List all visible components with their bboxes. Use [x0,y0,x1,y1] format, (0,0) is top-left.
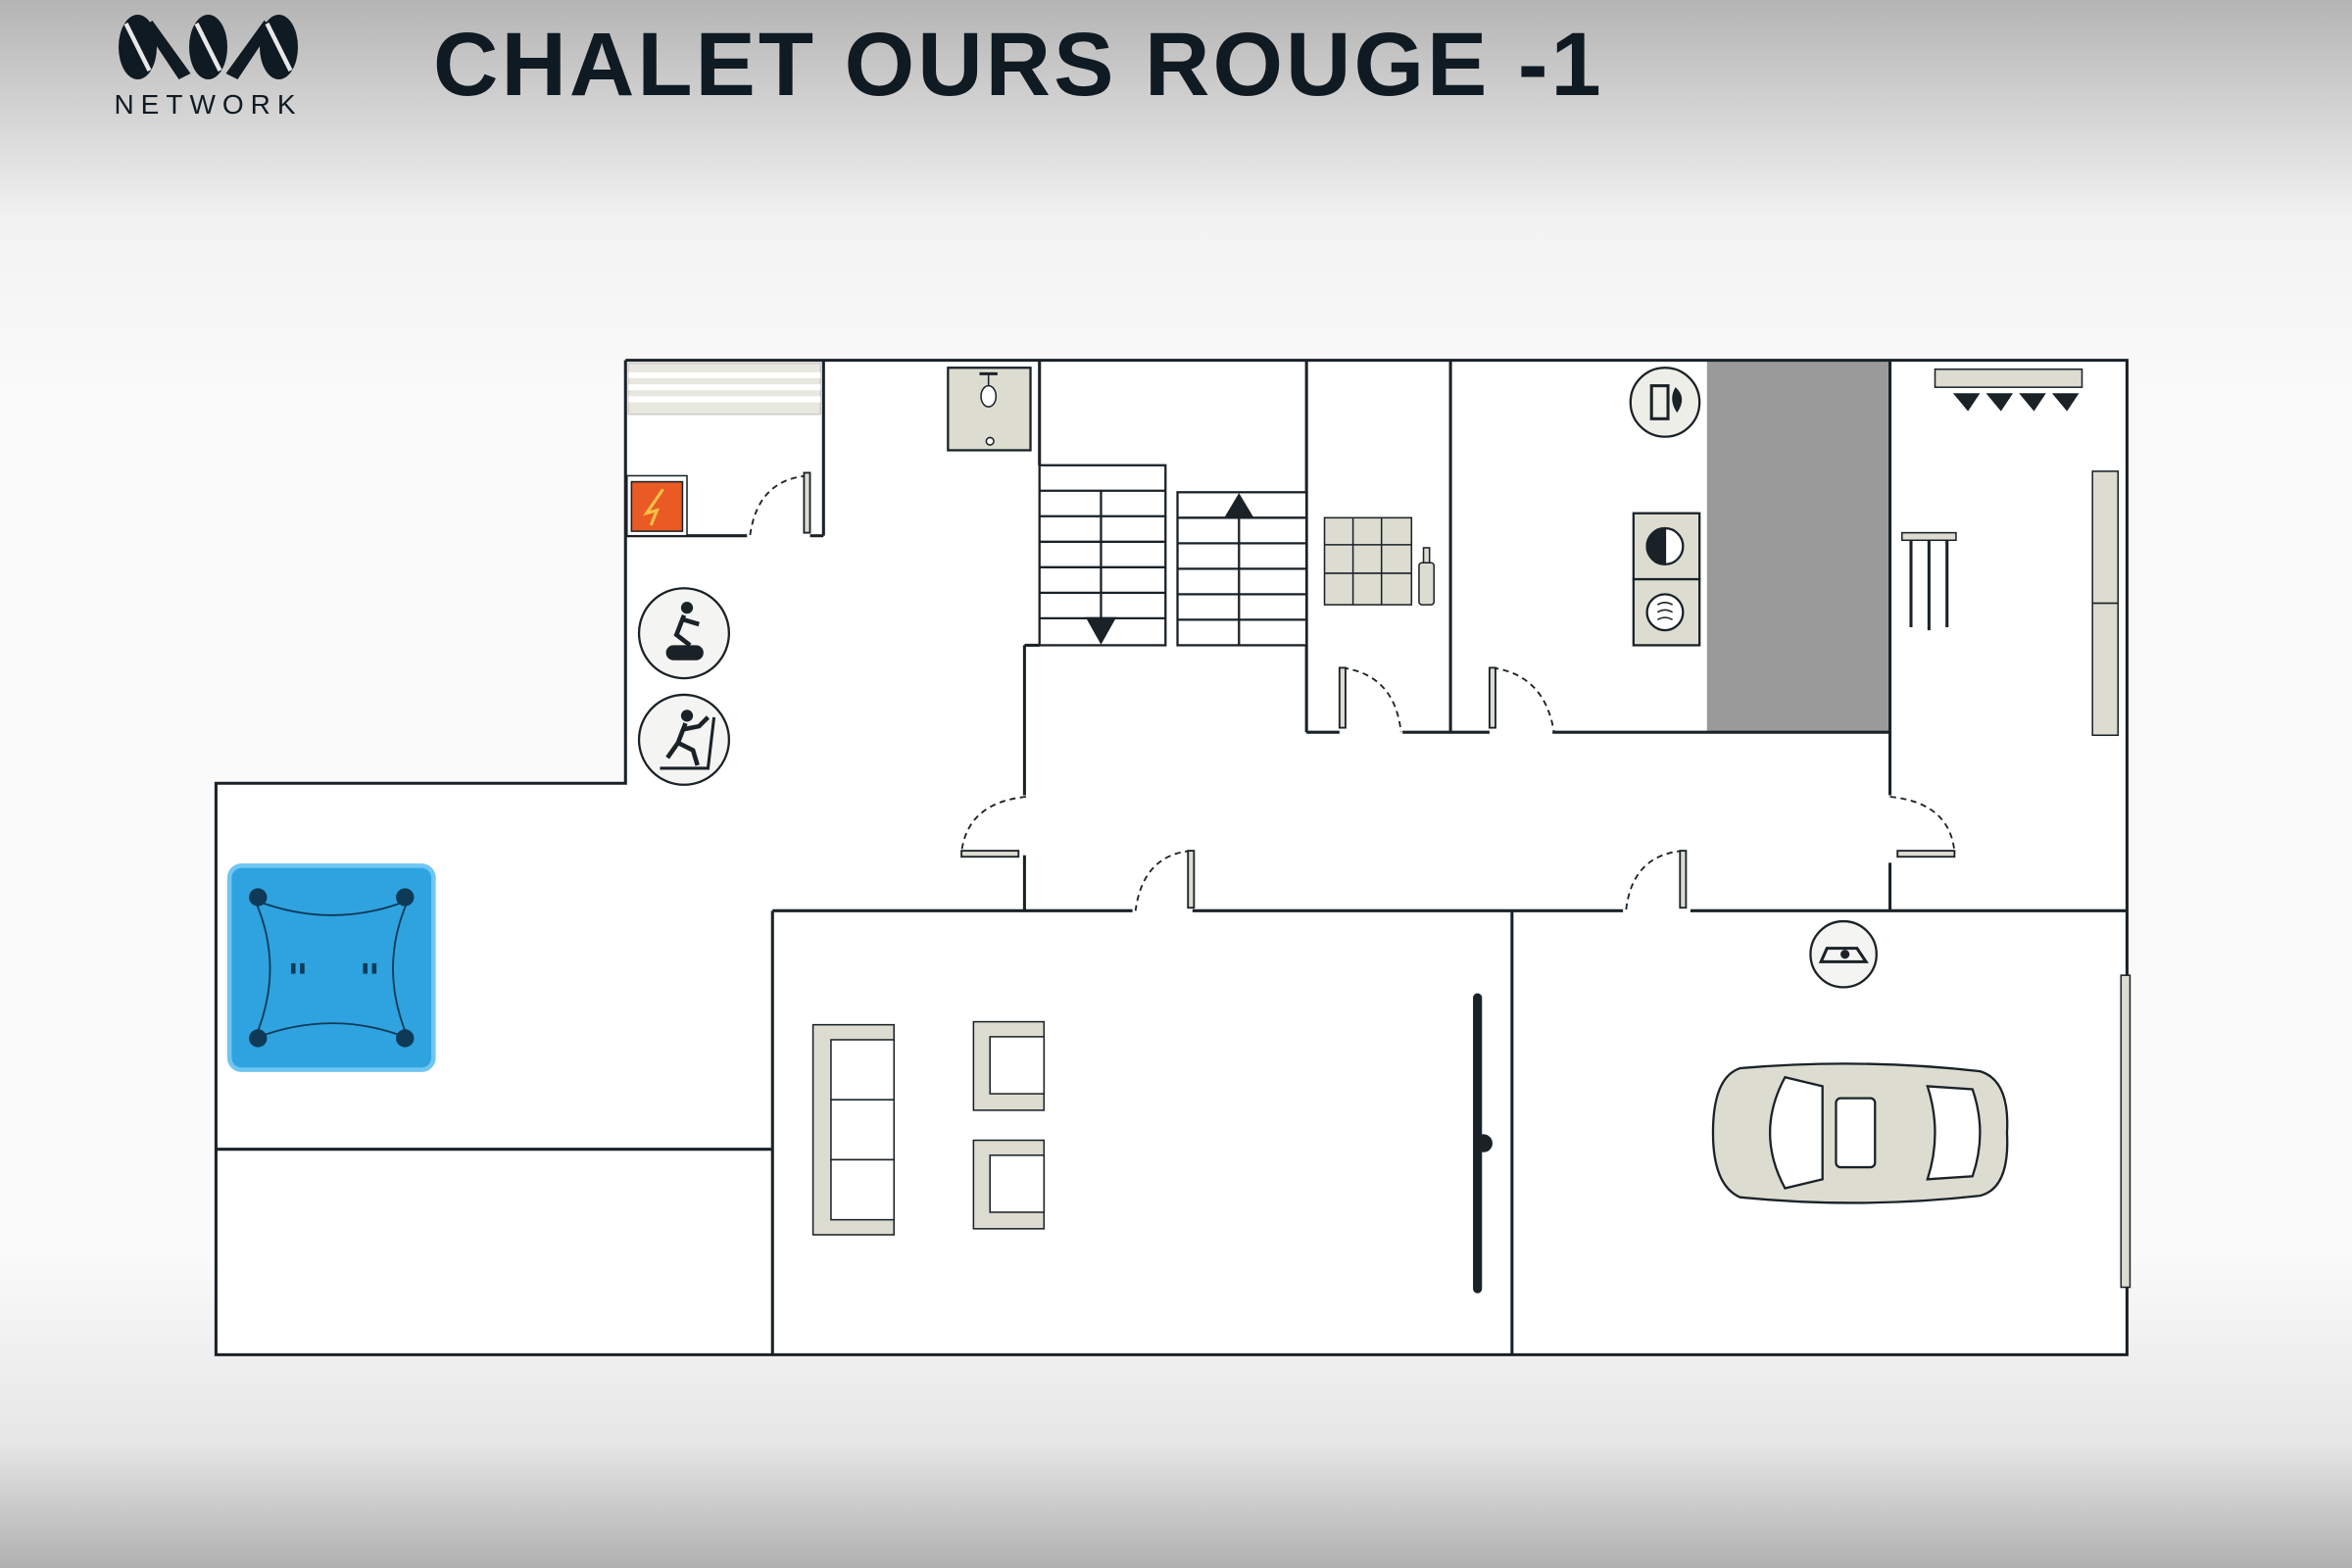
washer-dryer-icon [1632,512,1701,647]
logo-network-text: NETWORK [114,89,303,120]
garage-door [2120,974,2132,1289]
exercise-bike-icon [637,587,731,680]
treadmill-icon [637,693,731,786]
ev-charger-icon [1809,919,1878,989]
car-icon [1711,1062,2009,1204]
hot-tub-icon [226,863,436,1072]
staircase-up [1176,491,1308,647]
ski-boot-heater-icon [1934,368,2083,412]
walls [214,359,2129,1356]
shaft [1706,360,1890,733]
wardrobe [2091,470,2119,737]
staircase-down [1038,464,1167,647]
sofa [811,1023,896,1236]
armchairs [972,1020,1046,1230]
tv-icon [1473,993,1493,1294]
shower-icon [947,367,1032,452]
logo-mark [119,15,298,79]
electric-panel-icon [626,474,688,537]
door-leaves [803,471,1956,909]
onvo-network-logo: NETWORK [103,12,314,121]
page-title: CHALET OURS ROUGE -1 [433,15,1604,115]
doors [749,474,1956,911]
shelving [627,362,822,416]
water-heater-icon [1629,367,1701,438]
ski-rack-icon [1901,531,1957,631]
wine-rack-icon [1323,516,1436,606]
